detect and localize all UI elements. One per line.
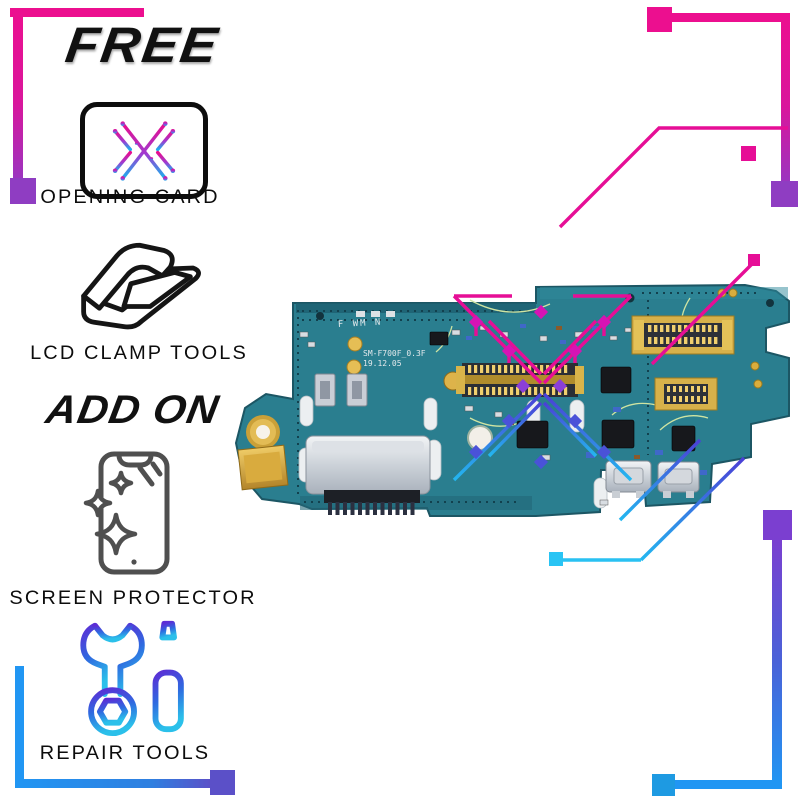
sparkle-stars [83, 470, 138, 556]
bottom-left-bracket-horizontal [15, 779, 211, 788]
top-right-end-square [771, 181, 798, 207]
screen-protector-icon [83, 451, 170, 575]
lcd-clamp-icon [81, 242, 201, 330]
silkscreen-text: F WM N SM-F700F_0.3F 19.12.05 [338, 311, 426, 375]
usb-c-connector [305, 435, 431, 515]
repair-tools-label: REPAIR TOOLS [39, 743, 211, 764]
add-on-heading: ADD ON [42, 388, 223, 432]
top-left-bracket-horizontal [10, 8, 144, 17]
screwdriver-icon [152, 620, 184, 733]
fpc-connector-right [654, 377, 718, 411]
top-left-end-square [10, 178, 36, 204]
microphone-pad [237, 444, 289, 491]
bottom-right-end-square [652, 774, 675, 796]
connector-pins [328, 502, 415, 515]
bottom-left-bracket-vertical [15, 666, 24, 786]
board-model-text: SM-F700F_0.3F [363, 349, 426, 358]
passive-components [299, 324, 707, 506]
top-left-bracket-vertical [13, 8, 23, 180]
board-marks: F WM N [338, 318, 383, 330]
repair-tools-icon [80, 620, 184, 737]
bottom-left-end-square [210, 770, 235, 795]
right-bracket-vertical [772, 538, 782, 785]
ic-chips [429, 331, 696, 452]
top-right-bracket-vertical [781, 13, 790, 183]
opening-card-label: OPENING CARD [40, 187, 220, 208]
free-heading: FREE [62, 17, 223, 73]
lcd-clamp-label: LCD CLAMP TOOLS [30, 343, 248, 364]
screen-protector-label: SCREEN PROTECTOR [9, 588, 257, 609]
board-date-text: 19.12.05 [363, 359, 402, 368]
opening-card-icon [80, 102, 208, 199]
side-switch [314, 373, 368, 407]
watermark-x-logo [452, 126, 788, 566]
home-dot [131, 559, 137, 565]
wrench-icon [80, 622, 145, 737]
top-right-start-square [647, 7, 672, 32]
top-right-bracket-horizontal [668, 13, 790, 22]
x-logo-icon [112, 120, 176, 181]
charging-port-board-photo: F WM N SM-F700F_0.3F 19.12.05 [234, 126, 790, 566]
right-mid-start-square [763, 510, 792, 540]
bottom-right-bracket-horizontal [672, 780, 782, 789]
fpc-connector-center [443, 363, 584, 397]
camera-ring-pad [246, 415, 280, 449]
